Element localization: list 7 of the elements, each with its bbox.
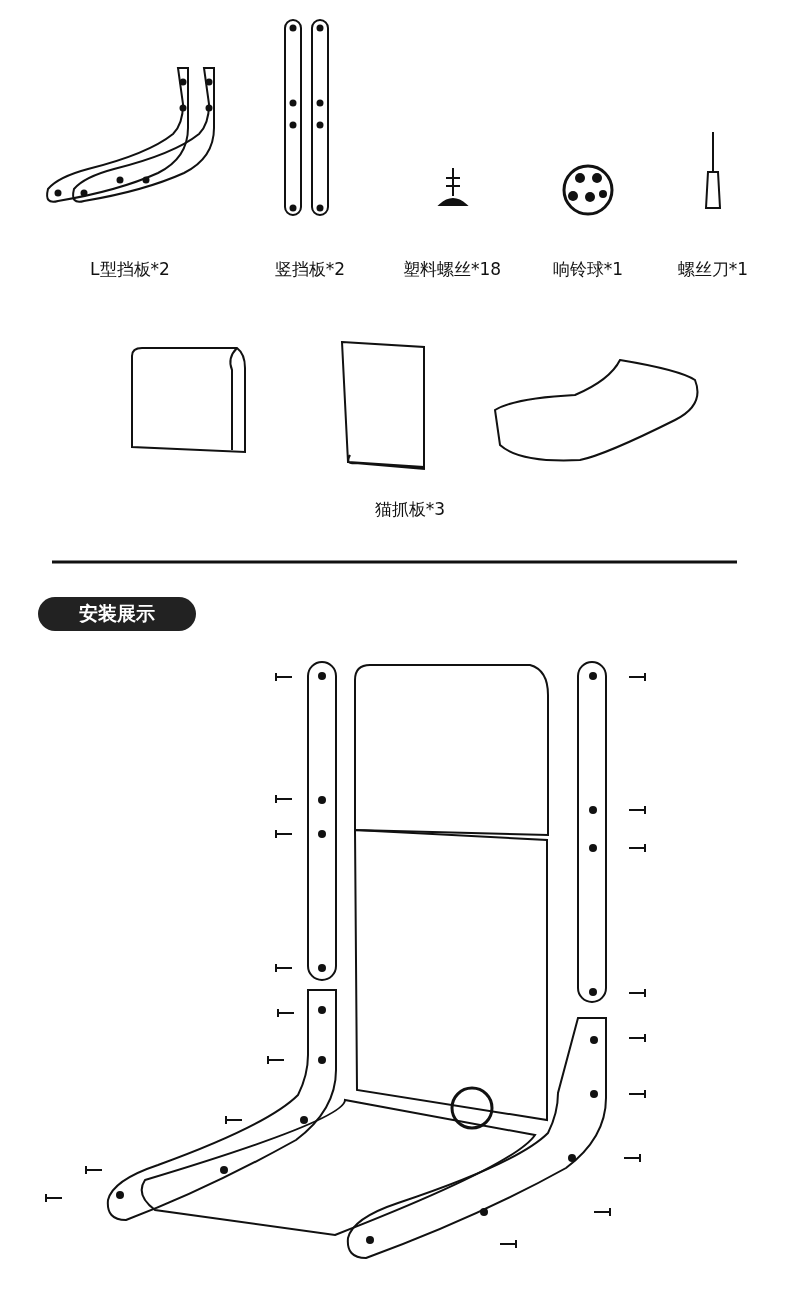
part-caption: 猫抓板*3 (374, 498, 446, 521)
part-caption: 塑料螺丝*18 (402, 258, 502, 281)
part-caption: 竖挡板*2 (274, 258, 346, 281)
part-caption: 螺丝刀*1 (677, 258, 749, 281)
part-caption: L型挡板*2 (90, 258, 170, 281)
part-caption: 响铃球*1 (552, 258, 624, 281)
section-heading: 安装展示 (38, 597, 196, 631)
